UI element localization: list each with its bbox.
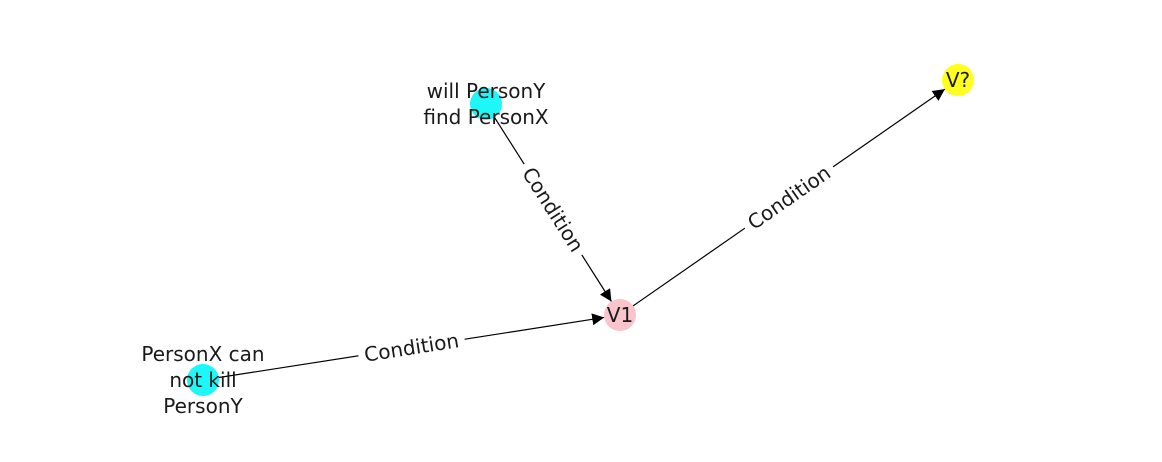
- node-personx-can-not-kill-persony-label-line: PersonX can: [141, 342, 264, 366]
- node-v-question-circle: [942, 64, 974, 96]
- edge-will-persony-to-v1-label-group: Condition: [512, 156, 594, 263]
- edge-v1-to-v-question-label: Condition: [743, 160, 835, 234]
- nodes-layer: [187, 64, 974, 396]
- node-personx-can-not-kill-persony-circle: [187, 364, 219, 396]
- node-will-persony-find-personx-circle: [470, 88, 502, 120]
- node-personx-can-not-kill-persony-label-line: not kill: [169, 368, 236, 392]
- node-personx-can-not-kill-persony-label-line: PersonY: [163, 394, 243, 418]
- node-v-question-label-line: V?: [946, 68, 970, 92]
- edge-v1-to-v-question-label-group: Condition: [736, 155, 842, 240]
- node-v1-label-line: V1: [607, 303, 633, 327]
- edge-will-persony-to-v1-label: Condition: [517, 163, 588, 256]
- node-v1-circle: [604, 299, 636, 331]
- edge-personx-to-v1-label-group: Condition: [356, 325, 467, 370]
- node-will-persony-find-personx-label-line: will PersonY: [427, 79, 547, 103]
- edge-will-persony-to-v1-label-background: [512, 156, 594, 263]
- node-will-persony-find-personx-label-line: find PersonX: [423, 105, 549, 129]
- edge-personx-to-v1-label-background: [356, 325, 467, 370]
- edge-v1-to-v-question-label-background: [736, 155, 842, 240]
